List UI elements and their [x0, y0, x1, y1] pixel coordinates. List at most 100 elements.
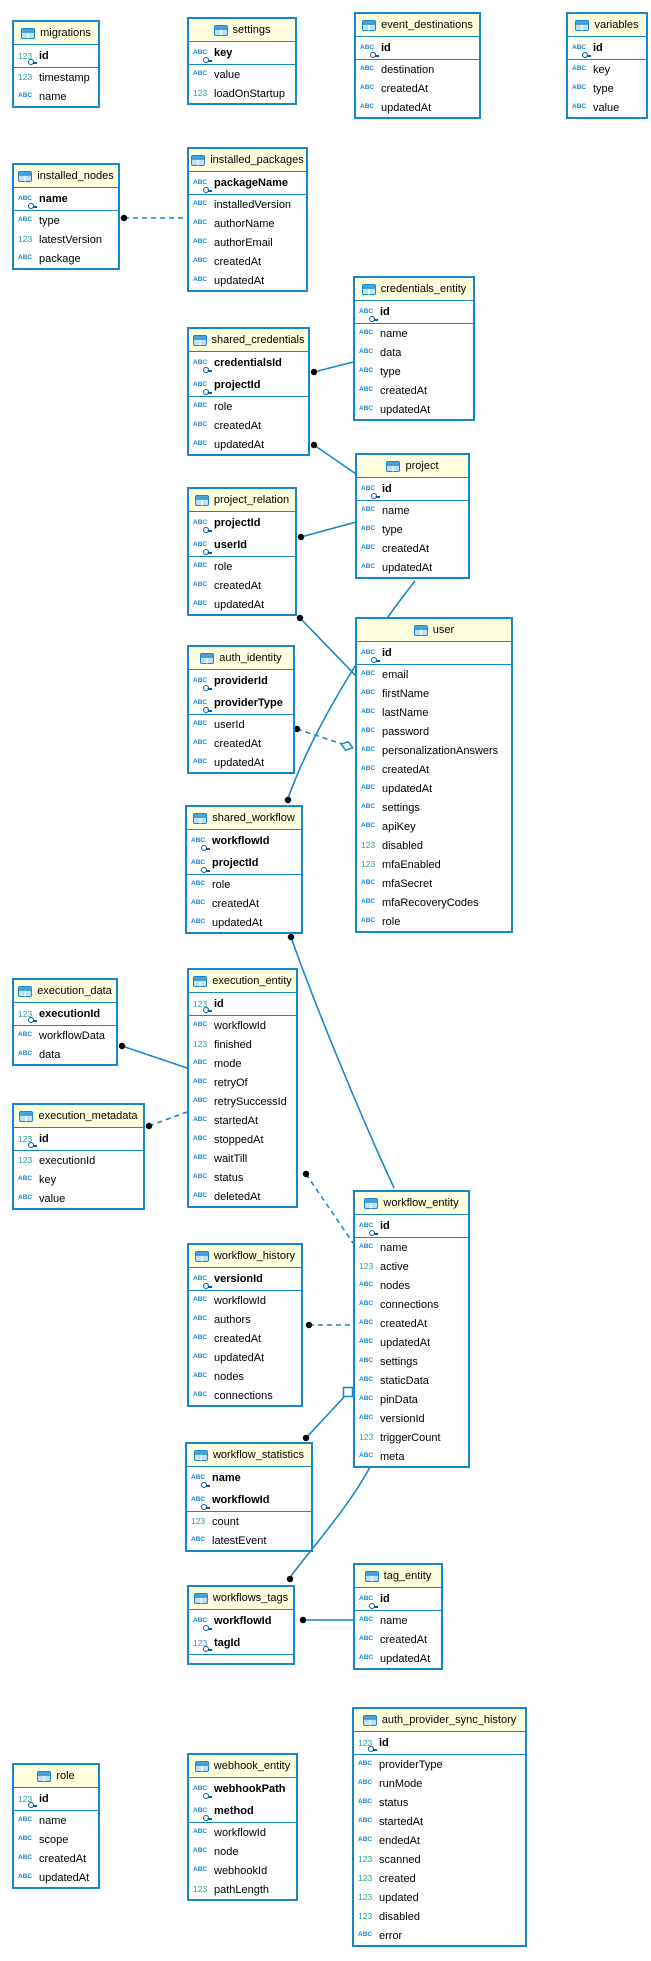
relation-auth_identity-user[interactable] [296, 728, 343, 745]
relation-shared_credentials-project[interactable] [313, 444, 357, 475]
table-header[interactable]: tag_entity [355, 1565, 441, 1588]
relation-project_relation-project[interactable] [300, 521, 357, 538]
relation-workflow_statistics-workflow_entity[interactable] [305, 1395, 346, 1439]
table-header[interactable]: project_relation [189, 489, 295, 512]
table-header[interactable]: shared_workflow [187, 807, 301, 830]
relation-shared_workflow-workflow_entity[interactable] [290, 936, 395, 1189]
table-header[interactable]: workflows_tags [189, 1587, 293, 1610]
table-header[interactable]: workflow_history [189, 1245, 301, 1268]
table-header[interactable]: auth_identity [189, 647, 293, 670]
relation-shared_credentials-credentials_entity[interactable] [313, 361, 354, 373]
table-header[interactable]: credentials_entity [355, 278, 473, 301]
table-header[interactable]: workflow_entity [355, 1192, 468, 1215]
table-header[interactable]: execution_entity [189, 970, 296, 993]
relation-execution_data-execution_entity[interactable] [121, 1045, 188, 1069]
table-header[interactable]: project [357, 455, 468, 478]
table-header[interactable]: execution_metadata [14, 1105, 143, 1128]
table-header[interactable]: variables [568, 14, 646, 37]
table-header[interactable]: workflow_statistics [187, 1444, 311, 1467]
